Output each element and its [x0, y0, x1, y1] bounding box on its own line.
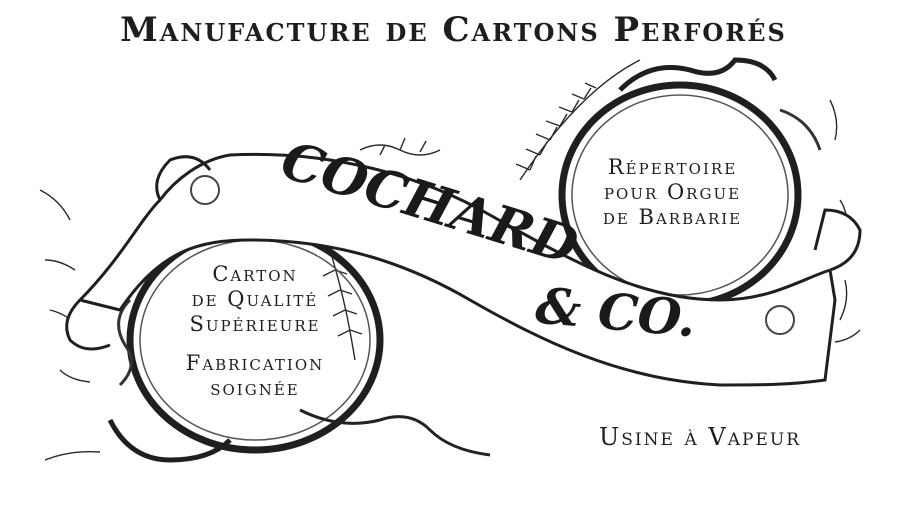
left-frame-line-3: Supérieure [189, 312, 321, 336]
right-frame-text: Répertoire pour Orgue de Barbarie [565, 155, 780, 230]
left-frame-line-1: Carton [212, 262, 298, 286]
brand-suffix-and-co: & CO. [533, 276, 698, 349]
left-frame-text: Carton de Qualité Supérieure Fabrication… [150, 262, 360, 401]
right-frame-line-3: de Barbarie [602, 205, 743, 229]
left-frame-line-2: de Qualité [191, 287, 319, 311]
right-frame-line-2: pour Orgue [603, 180, 742, 204]
ribbon-banner [65, 152, 862, 387]
header-title: Manufacture de Cartons Perforés [120, 10, 787, 50]
left-ornate-frame [107, 226, 491, 463]
right-frame-line-1: Répertoire [607, 155, 738, 179]
left-frame-line-5: soignée [210, 376, 300, 400]
left-frame-line-4: Fabrication [185, 351, 325, 375]
footer-text: Usine à Vapeur [599, 423, 801, 451]
